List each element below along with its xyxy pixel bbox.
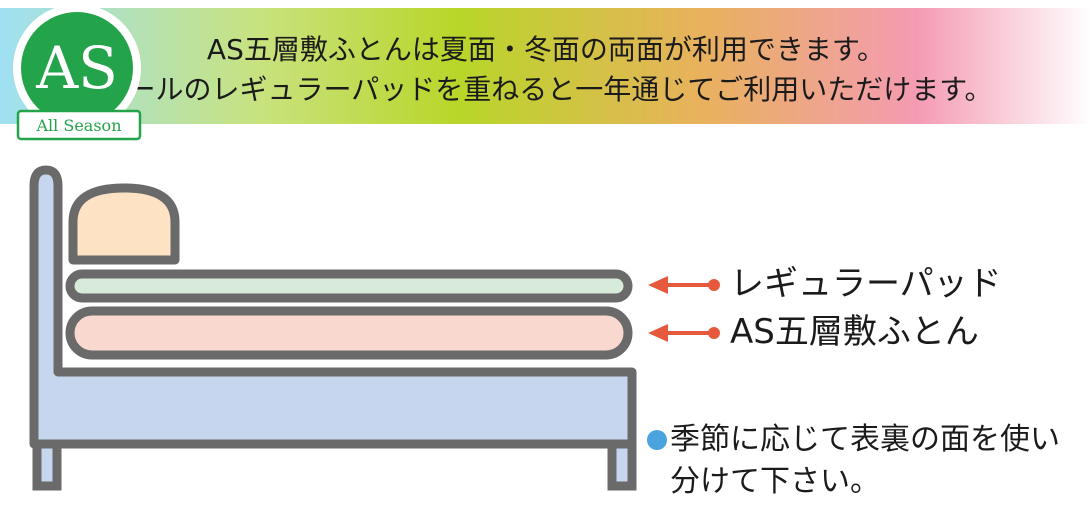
header-banner [0, 8, 1092, 124]
badge-caption-box [16, 109, 142, 141]
headline-line-1: AS五層敷ふとんは夏面・冬面の両面が利用できます。 [206, 33, 886, 66]
all-season-badge: AS All Season [13, 4, 142, 141]
badge-caption: All Season [36, 116, 122, 135]
note-line-1: 季節に応じて表裏の面を使い [670, 422, 1060, 457]
arrow-to-pad [648, 276, 720, 294]
label-regular-pad: レギュラーパッド [730, 264, 1002, 304]
bed-base-and-headboard [29, 165, 637, 449]
headline-line-2: ウールのレギュラーパッドを重ねると一年通じてご利用いただけます。 [99, 73, 993, 106]
pillow [68, 183, 180, 265]
arrow-to-futon [648, 324, 720, 342]
badge-circle [21, 12, 133, 124]
regular-pad [65, 269, 633, 303]
five-layer-futon [65, 306, 633, 360]
bed-frame [29, 165, 637, 491]
note-bullet-icon [647, 430, 667, 450]
bed-leg-right [607, 437, 637, 491]
bed-leg-left [32, 437, 62, 491]
note-line-2: 分けて下さい。 [670, 464, 880, 499]
badge-logo-text: AS [35, 34, 118, 102]
label-five-layer-futon: AS五層敷ふとん [730, 312, 979, 352]
